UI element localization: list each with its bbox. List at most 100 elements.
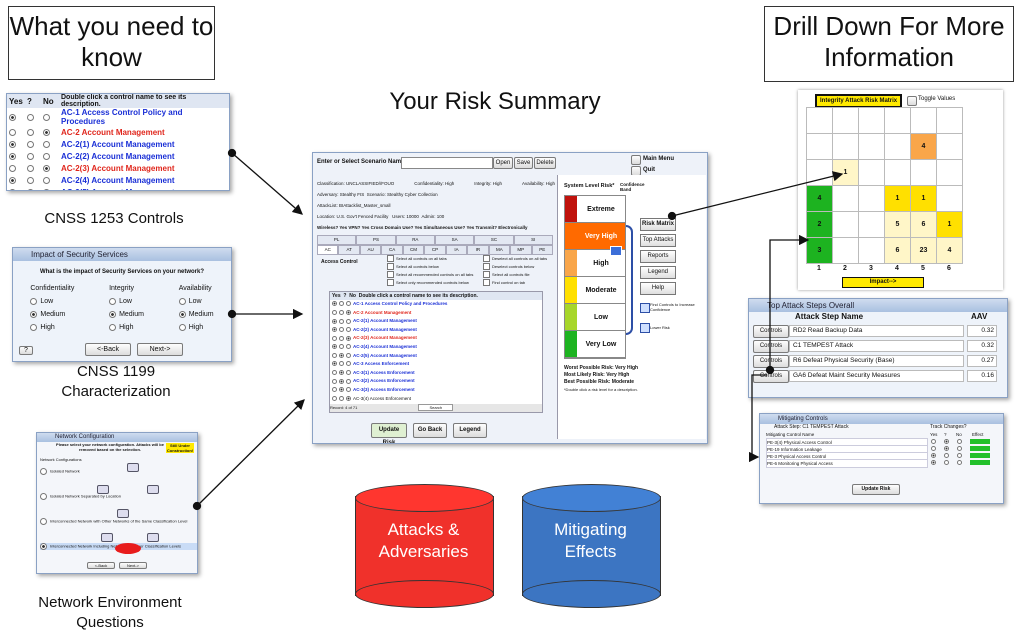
impact-option[interactable]: High [178,321,214,334]
radio-button[interactable] [346,361,351,367]
controls-button[interactable]: Controls [753,355,789,368]
checkbox[interactable] [483,255,490,263]
radio-button[interactable] [178,297,186,305]
radio-button[interactable] [957,446,962,451]
radio-button[interactable] [339,378,344,384]
radio-button[interactable] [43,188,50,190]
radio-button[interactable] [9,140,16,148]
radio-button[interactable] [931,460,936,465]
control-name[interactable]: AC-2(5) Account Management [59,186,229,191]
matrix-cell[interactable]: 6 [911,212,937,238]
network-back-button[interactable]: <-Back [87,562,115,569]
radio-button[interactable] [27,128,34,136]
control-name[interactable]: AC-1 Access Control Policy and Procedure… [61,108,183,126]
checkbox[interactable] [387,271,394,279]
family-tab-sa[interactable]: SA [434,235,475,245]
radio-button[interactable] [332,335,337,341]
radio-button[interactable] [332,370,337,376]
radio-button[interactable] [931,453,936,458]
checkbox[interactable] [483,279,490,287]
matrix-cell[interactable]: 4 [807,186,833,212]
control-name[interactable]: AC-3(1) Access Enforcement [353,369,415,375]
select-option[interactable]: Select all recommended controls on all t… [387,271,473,279]
matrix-cell[interactable]: 2 [807,212,833,238]
matrix-cell[interactable]: 4 [937,238,963,264]
checkbox[interactable] [483,263,490,271]
impact-option[interactable]: High [109,321,144,334]
family-tab-sc[interactable]: SC [474,235,514,245]
radio-button[interactable] [30,323,38,331]
matrix-cell[interactable] [859,238,885,264]
control-name[interactable]: AC-2(4) Account Management [61,175,175,185]
radio-button[interactable] [40,493,47,500]
control-name[interactable]: AC-2 Account Management [353,309,412,315]
radio-button[interactable] [27,152,34,160]
radio-button[interactable] [43,128,50,136]
checkbox[interactable] [483,271,490,279]
select-option[interactable]: Select only recommended controls below [387,279,473,287]
matrix-cell[interactable] [885,160,911,186]
save-button[interactable]: Save [514,157,533,169]
matrix-cell[interactable] [833,108,859,134]
network-option[interactable]: Isolated Network [40,468,197,475]
radio-button[interactable] [944,453,949,458]
matrix-cell[interactable] [859,108,885,134]
impact-option[interactable]: Medium [30,308,74,321]
radio-button[interactable] [339,309,344,315]
go-back-button[interactable]: Go Back [413,423,447,438]
matrix-cell[interactable] [807,160,833,186]
radio-button[interactable] [43,176,50,184]
radio-button[interactable] [944,460,949,465]
help-button[interactable]: Help [640,282,676,295]
matrix-cell[interactable] [859,186,885,212]
radio-button[interactable] [931,439,936,444]
radio-button[interactable] [346,352,351,358]
matrix-cell[interactable]: 1 [833,160,859,186]
impact-option[interactable]: Low [30,295,74,308]
control-name[interactable]: AC-2(4) Account Management [353,343,417,349]
matrix-cell[interactable] [911,108,937,134]
radio-button[interactable] [40,468,47,475]
control-name[interactable]: AC-2(1) Account Management [61,139,175,149]
record-nav[interactable]: Record: 4 of 71 [330,405,358,410]
radio-button[interactable] [346,387,351,393]
top-attacks-button[interactable]: Top Attacks [640,234,676,247]
radio-button[interactable] [339,361,344,367]
radio-button[interactable] [346,370,351,376]
radio-button[interactable] [332,378,337,384]
matrix-cell[interactable] [885,108,911,134]
radio-button[interactable] [109,297,117,305]
radio-button[interactable] [339,301,344,307]
radio-button[interactable] [957,453,962,458]
checkbox[interactable] [387,263,394,271]
matrix-cell[interactable] [937,134,963,160]
radio-button[interactable] [957,460,962,465]
matrix-cell[interactable]: 1 [911,186,937,212]
matrix-cell[interactable]: 1 [885,186,911,212]
select-option[interactable]: Deselect controls below [483,263,547,271]
control-name[interactable]: AC-3(2) Access Enforcement [353,378,415,384]
control-name[interactable]: AC-1 Access Control Policy and Procedure… [353,301,448,306]
family-tab-mp[interactable]: MP [510,245,532,255]
network-option[interactable]: Isolated Network Separated by Location [40,493,197,500]
family-tab-ir[interactable]: IR [467,245,489,255]
radio-button[interactable] [339,387,344,393]
impact-option[interactable]: Medium [178,308,214,321]
family-tab-pe[interactable]: PE [531,245,553,255]
matrix-cell[interactable] [833,238,859,264]
radio-button[interactable] [339,352,344,358]
main-menu-check[interactable] [631,155,641,165]
radio-button[interactable] [43,140,50,148]
matrix-cell[interactable]: 6 [885,238,911,264]
radio-button[interactable] [178,310,186,318]
record-search[interactable]: Search [418,404,454,411]
impact-option[interactable]: Low [178,295,214,308]
risk-level-very-low[interactable]: Very Low [565,331,625,358]
radio-button[interactable] [339,318,344,324]
matrix-cell[interactable] [937,108,963,134]
matrix-cell[interactable] [937,160,963,186]
matrix-cell[interactable] [911,160,937,186]
matrix-cell[interactable] [859,160,885,186]
radio-button[interactable] [9,128,16,136]
radio-button[interactable] [346,309,351,315]
